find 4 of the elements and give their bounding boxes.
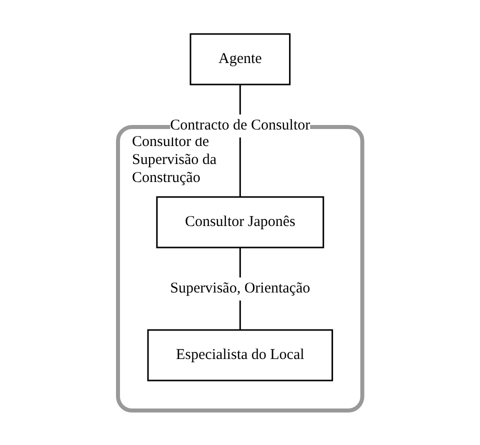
edge-label: Supervisão, Orientação	[170, 280, 310, 297]
node-box: Especialista do Local	[147, 330, 333, 382]
node-box: Consultor Japonês	[156, 196, 324, 248]
node-box: Agente	[190, 34, 290, 86]
